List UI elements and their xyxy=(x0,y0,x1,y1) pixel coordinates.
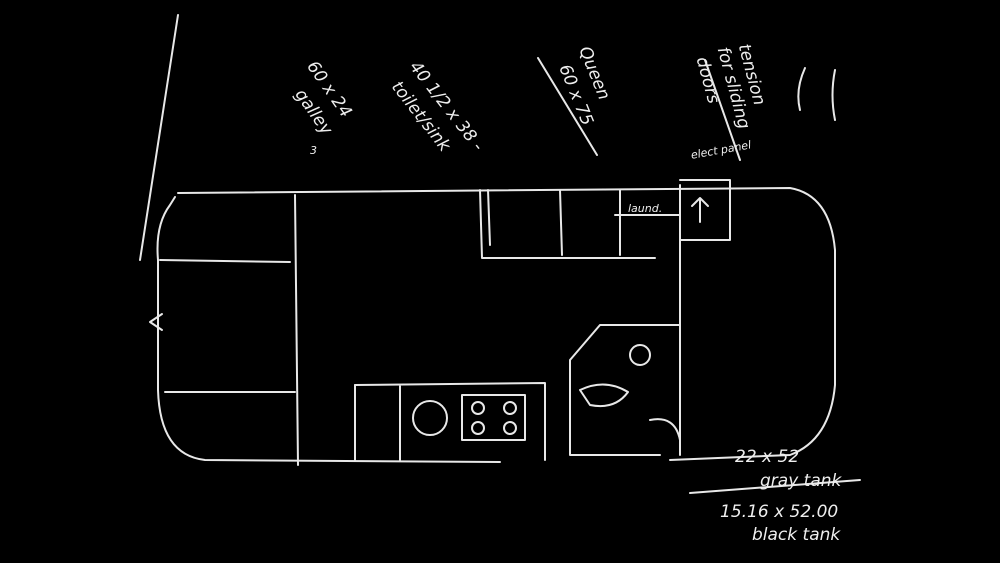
bath-walls xyxy=(479,184,681,456)
gray-tank-label: gray tank xyxy=(760,471,842,491)
black-tank-size: 15.16 x 52.00 xyxy=(720,502,839,522)
divider-lines xyxy=(537,57,861,494)
black-tank-label: black tank xyxy=(752,525,841,545)
left-line xyxy=(139,14,179,261)
bedroom-partition xyxy=(159,194,299,466)
table-icon xyxy=(629,344,651,366)
arrow-left-icon xyxy=(149,313,163,331)
burner-icon xyxy=(503,401,517,415)
burner-icon xyxy=(503,421,517,435)
burner-icon xyxy=(471,401,485,415)
outer-wall xyxy=(156,187,836,463)
burner-icon xyxy=(471,421,485,435)
closet-box xyxy=(679,179,731,241)
marker-3: 3 xyxy=(310,144,317,157)
dinette xyxy=(569,324,681,456)
stove xyxy=(461,394,526,441)
gray-tank-size: 22 x 52 xyxy=(735,447,800,467)
galley-counter xyxy=(354,382,546,461)
arrow-up-icon xyxy=(691,197,709,223)
sink-bowl xyxy=(412,400,448,436)
laundry-label: laund. xyxy=(628,202,663,215)
